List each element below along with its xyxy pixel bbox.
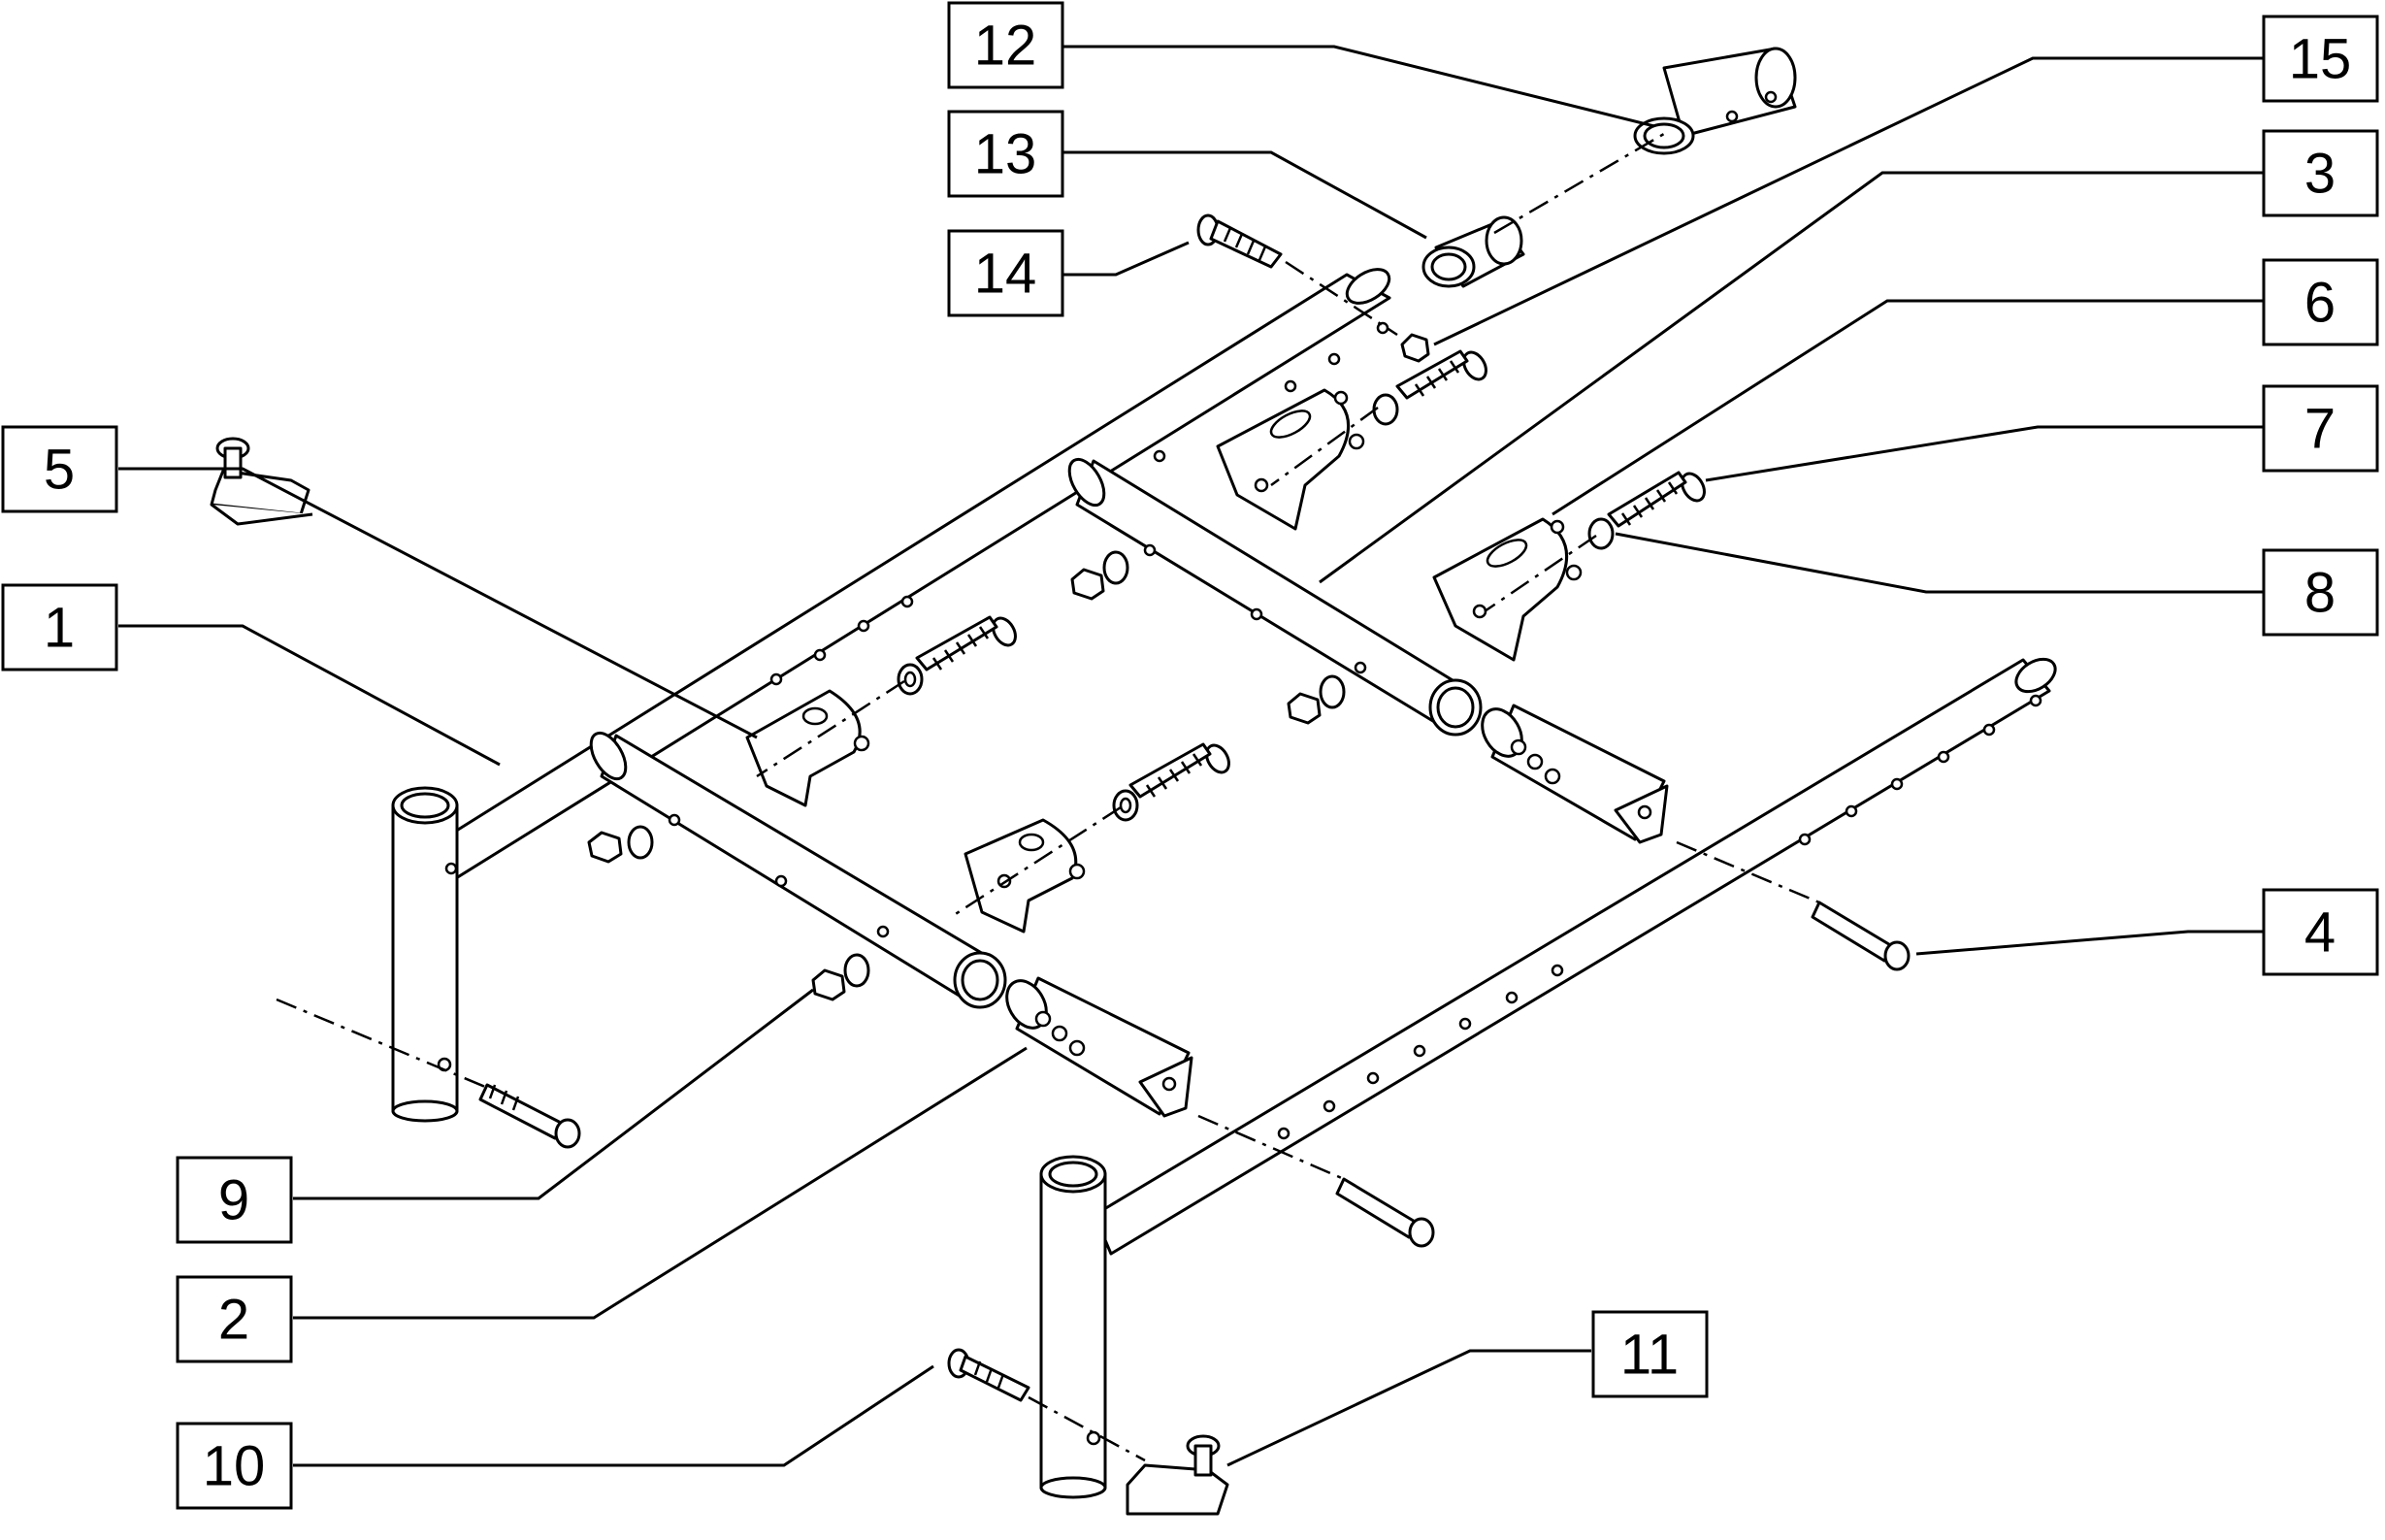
bolt-rear-post (478, 1083, 581, 1149)
svg-text:1: 1 (44, 597, 75, 660)
svg-text:9: 9 (218, 1169, 249, 1232)
assembly-centerlines (276, 129, 1820, 1462)
svg-text:8: 8 (2304, 562, 2336, 625)
svg-text:3: 3 (2304, 143, 2336, 206)
bolt-center-right (1112, 742, 1230, 822)
svg-text:7: 7 (2304, 398, 2336, 461)
callout-15: 15 (2262, 15, 2379, 103)
callout-8: 8 (2262, 548, 2379, 637)
frame-parts (210, 47, 2057, 1516)
svg-text:2: 2 (218, 1289, 249, 1352)
bolt-15 (1395, 333, 1487, 400)
callout-3: 3 (2262, 129, 2379, 217)
front-upright-post (1039, 1155, 1107, 1499)
cross-tube-lower (589, 731, 1007, 1009)
tube-insert-upper (1481, 704, 1669, 844)
svg-text:6: 6 (2304, 272, 2336, 335)
svg-text:13: 13 (974, 123, 1037, 186)
bracket-6-upper (1216, 388, 1365, 531)
nuts-washers (587, 393, 1399, 1001)
bolt-4 (1811, 901, 1911, 971)
bracket-5-center (964, 818, 1086, 934)
callout-4: 4 (2262, 888, 2379, 976)
front-side-rail (1093, 657, 2057, 1256)
callouts: 12 13 14 15 3 6 7 8 (1, 1, 2379, 1510)
svg-text:10: 10 (203, 1435, 266, 1498)
rear-side-rail (425, 268, 1391, 880)
svg-text:14: 14 (974, 243, 1037, 306)
callout-7: 7 (2262, 384, 2379, 473)
bolt-7 (1587, 471, 1706, 550)
callout-13: 13 (947, 110, 1064, 198)
callout-10: 10 (176, 1422, 293, 1510)
bolt-center-left (897, 615, 1017, 696)
rear-upright-post (391, 786, 459, 1123)
bracket-5-left (745, 689, 870, 807)
svg-text:4: 4 (2304, 901, 2336, 965)
callout-2: 2 (176, 1275, 293, 1363)
callout-1: 1 (1, 583, 118, 672)
bolt-14 (1196, 213, 1283, 269)
callout-9: 9 (176, 1156, 293, 1244)
fork-right (1126, 1434, 1229, 1516)
callout-11: 11 (1591, 1310, 1709, 1398)
bolt-10 (947, 1348, 1030, 1402)
callout-5: 5 (1, 425, 118, 513)
sleeve-12 (1633, 47, 1797, 155)
svg-text:11: 11 (1620, 1324, 1679, 1387)
tube-insert-lower (1005, 976, 1193, 1118)
bushing-13 (1421, 215, 1525, 288)
cross-tube-upper (1067, 457, 1483, 737)
callout-6: 6 (2262, 258, 2379, 346)
svg-text:5: 5 (44, 439, 75, 502)
svg-text:12: 12 (974, 15, 1037, 78)
svg-text:15: 15 (2289, 28, 2352, 91)
callout-14: 14 (947, 229, 1064, 317)
bracket-6-lower (1432, 517, 1583, 662)
leader-lines (118, 45, 2264, 1467)
callout-12: 12 (947, 1, 1064, 89)
fork-left (210, 437, 313, 526)
bolt-front (1335, 1177, 1435, 1248)
